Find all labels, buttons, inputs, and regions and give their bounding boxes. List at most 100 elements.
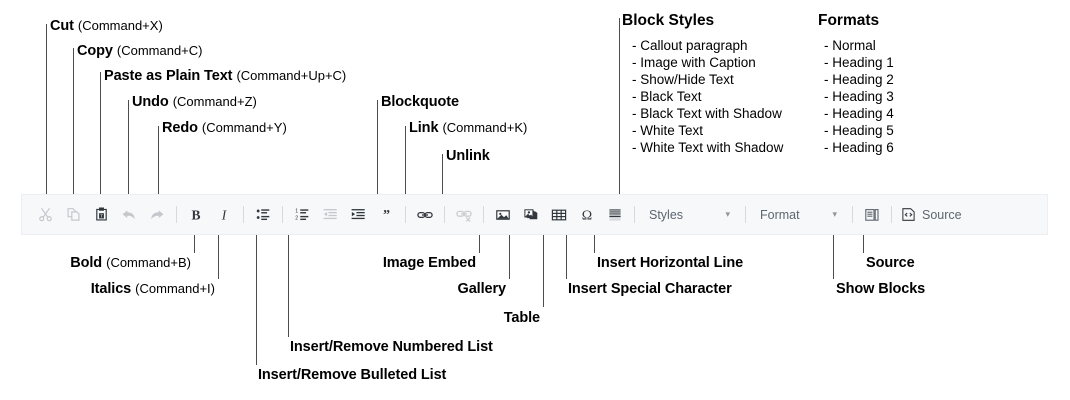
annotation-image-embed-label: Image Embed [382, 255, 476, 271]
annotation-show-blocks-label: Show Blocks [836, 281, 926, 297]
svg-text:1: 1 [295, 208, 298, 214]
leader-line-table [543, 235, 544, 307]
leader-line-source [863, 235, 864, 253]
annotation-link-keys: (Command+K) [442, 120, 528, 135]
leader-line-italics [218, 235, 219, 279]
undo-icon[interactable] [116, 202, 142, 228]
block-styles-item: - Image with Caption [632, 55, 756, 70]
annotation-blockquote-label: Blockquote [381, 94, 459, 110]
annotation-link-label: Link [409, 120, 439, 136]
formats-item: - Heading 4 [824, 106, 894, 121]
annotation-paste-plain: Paste as Plain Text (Command+Up+C) [104, 69, 346, 84]
annotation-cut-keys: (Command+X) [77, 18, 163, 33]
toolbar-separator [852, 206, 853, 223]
copy-icon[interactable] [60, 202, 86, 228]
styles-dropdown[interactable]: Styles ▾ [642, 203, 738, 226]
formats-item: - Heading 1 [824, 55, 894, 70]
toolbar-separator [745, 206, 746, 223]
leader-line-bold [194, 235, 195, 253]
chevron-down-icon: ▾ [725, 209, 730, 219]
annotation-bold-keys: (Command+B) [106, 255, 191, 270]
leader-line-blockquote [377, 100, 378, 194]
toolbar-separator [282, 206, 283, 223]
annotation-gallery: Gallery [0, 281, 507, 297]
unlink-icon[interactable] [451, 202, 477, 228]
source-button[interactable]: Source [897, 207, 966, 222]
annotation-copy-label: Copy [77, 43, 113, 59]
link-icon[interactable] [412, 202, 438, 228]
leader-line-special-character [566, 235, 567, 279]
formats-item: - Heading 3 [824, 89, 894, 104]
formats-item: - Normal [824, 38, 876, 53]
svg-text:B: B [191, 207, 200, 222]
annotation-redo-keys: (Command+Y) [201, 120, 287, 135]
bold-icon[interactable]: B [183, 202, 209, 228]
leader-line-numbered-list [288, 235, 289, 337]
block-styles-item: - Black Text [632, 89, 702, 104]
annotation-horizontal-line-label: Insert Horizontal Line [597, 255, 744, 271]
show-blocks-icon[interactable] [859, 202, 885, 228]
annotation-gallery-label: Gallery [457, 281, 507, 297]
toolbar-separator [243, 206, 244, 223]
annotation-redo: Redo (Command+Y) [162, 121, 287, 136]
block-styles-item: - White Text [632, 123, 704, 138]
annotation-cut-label: Cut [50, 18, 74, 34]
svg-text:T: T [100, 213, 103, 218]
annotation-numbered-list: Insert/Remove Numbered List [290, 340, 493, 355]
toolbar-separator [483, 206, 484, 223]
annotation-redo-label: Redo [162, 120, 198, 136]
annotation-numbered-list-label: Insert/Remove Numbered List [290, 339, 493, 355]
source-button-label: Source [922, 207, 962, 222]
annotation-undo-keys: (Command+Z) [172, 94, 257, 109]
leader-line-bulleted-list [256, 235, 257, 365]
annotation-bulleted-list-label: Insert/Remove Bulleted List [258, 367, 447, 383]
annotation-source: Source [866, 256, 915, 271]
annotation-italics-keys: (Command+I) [135, 281, 215, 296]
redo-icon[interactable] [144, 202, 170, 228]
leader-line-link [405, 126, 406, 194]
paste-as-plain-text-icon[interactable]: T [88, 202, 114, 228]
block-styles-item: - Show/Hide Text [632, 72, 734, 87]
formats-list: - Normal - Heading 1 - Heading 2 - Headi… [824, 37, 894, 156]
annotation-special-character: Insert Special Character [568, 282, 732, 297]
italic-icon[interactable]: I [211, 202, 237, 228]
formats-item: - Heading 6 [824, 140, 894, 155]
decrease-indent-icon[interactable] [317, 202, 343, 228]
annotation-italics: Italics (Command+I) [0, 282, 215, 297]
numbered-list-icon[interactable]: 1 2 [289, 202, 315, 228]
special-character-icon[interactable]: Ω [574, 202, 600, 228]
increase-indent-icon[interactable] [345, 202, 371, 228]
table-icon[interactable] [546, 202, 572, 228]
annotation-source-label: Source [866, 255, 915, 271]
styles-dropdown-label: Styles [649, 207, 684, 222]
annotation-copy: Copy (Command+C) [77, 44, 203, 59]
leader-line-paste [100, 72, 101, 194]
leader-line-show-blocks [833, 235, 834, 279]
chevron-down-icon: ▾ [832, 209, 837, 219]
block-styles-heading: Block Styles [622, 12, 715, 29]
annotation-bold: Bold (Command+B) [0, 256, 191, 271]
annotation-bold-label: Bold [70, 255, 103, 271]
annotation-blockquote: Blockquote [381, 95, 459, 110]
annotation-image-embed: Image Embed [0, 256, 476, 271]
format-dropdown[interactable]: Format ▾ [753, 203, 845, 226]
formats-item: - Heading 2 [824, 72, 894, 87]
source-icon [901, 207, 916, 222]
gallery-icon[interactable] [518, 202, 544, 228]
toolbar-separator [634, 206, 635, 223]
bulleted-list-icon[interactable] [250, 202, 276, 228]
image-embed-icon[interactable] [490, 202, 516, 228]
annotation-unlink: Unlink [446, 149, 490, 164]
horizontal-line-icon[interactable] [602, 202, 628, 228]
annotation-table-label: Table [503, 310, 540, 326]
blockquote-icon[interactable]: ” [373, 202, 399, 228]
cut-icon[interactable] [32, 202, 58, 228]
leader-line-undo [128, 100, 129, 194]
block-styles-item: - Callout paragraph [632, 38, 748, 53]
annotation-link: Link (Command+K) [409, 121, 527, 136]
annotation-undo-label: Undo [132, 94, 169, 110]
format-dropdown-label: Format [760, 207, 800, 222]
block-styles-list: - Callout paragraph - Image with Caption… [632, 37, 783, 156]
omega-glyph: Ω [582, 208, 592, 222]
